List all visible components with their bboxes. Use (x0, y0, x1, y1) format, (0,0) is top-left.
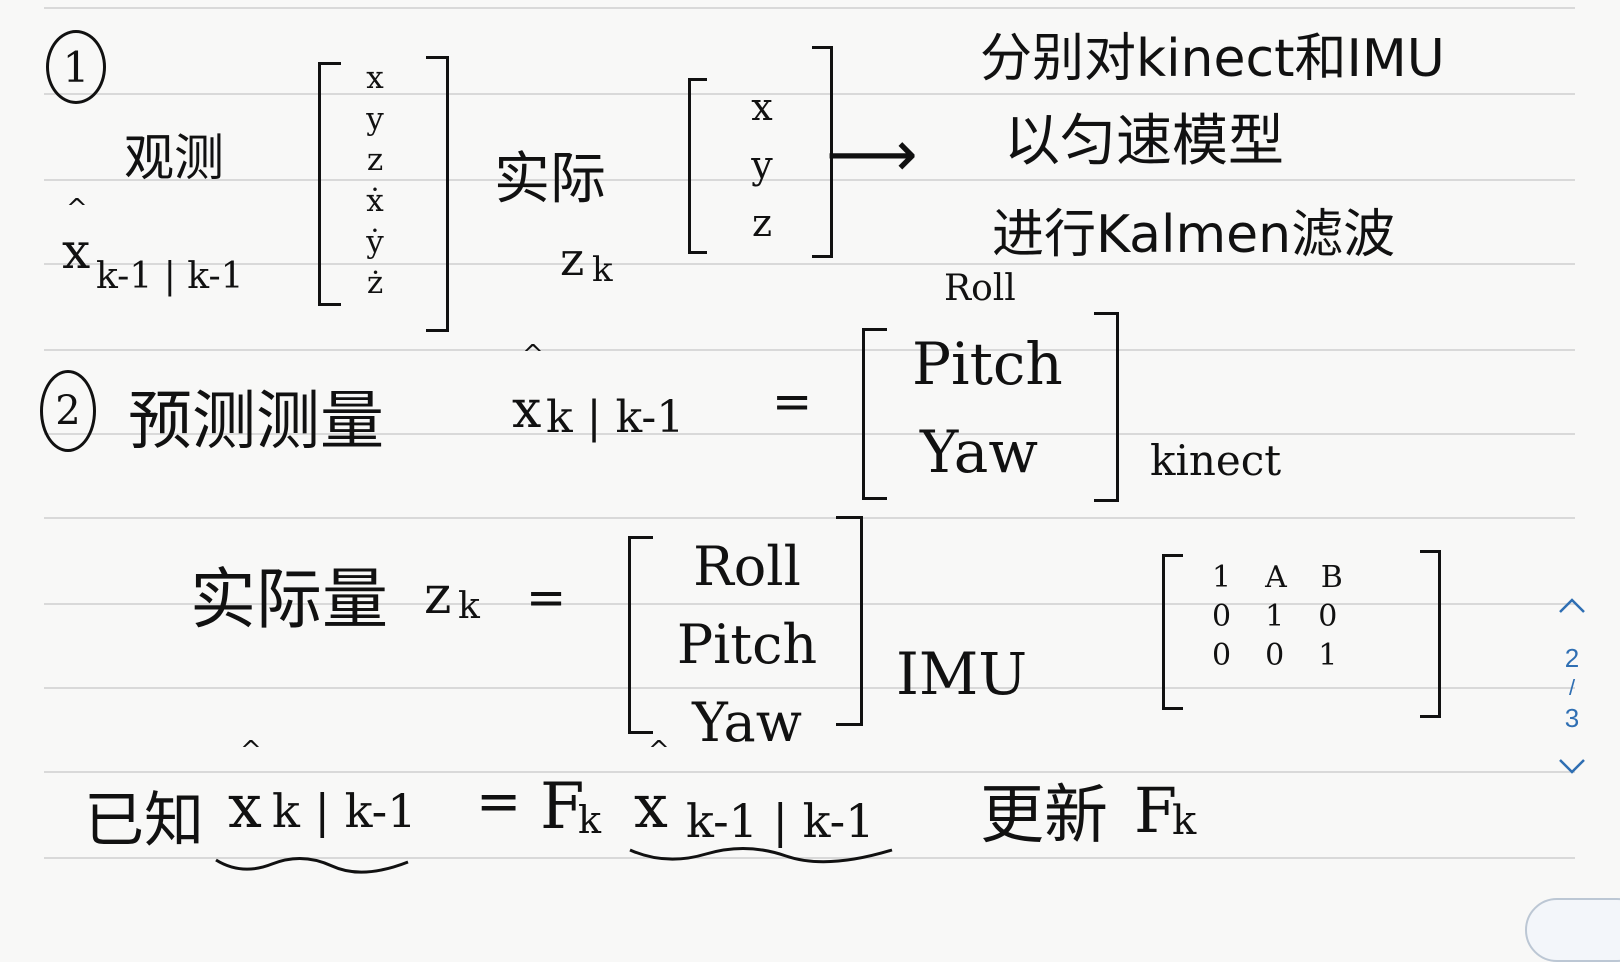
update-label: 更新 (980, 779, 1108, 853)
note-page: 1 观测 ^ x k-1 | k-1 x y z ẋ ẏ ż 实际 z k x … (40, 7, 1575, 874)
matrix-cell: A (1265, 560, 1287, 595)
hat-mark: ^ (648, 736, 670, 766)
actual-label: 实际 (494, 147, 606, 212)
matrix-cell: B (1320, 560, 1343, 595)
state-vector-right-bracket (426, 56, 449, 332)
measurement-z: z (560, 232, 585, 286)
state-vector-entry: y (366, 101, 384, 137)
actual-z-subscript: k (458, 586, 480, 627)
state-vector-left-bracket (318, 62, 341, 306)
update-F-subscript: k (1172, 798, 1197, 844)
known-label: 已知 (84, 786, 204, 856)
hat-mark: ^ (240, 736, 262, 766)
predicted-x: x (512, 380, 542, 440)
note-line: 进行Kalmen滤波 (992, 205, 1396, 265)
actual-z: z (424, 566, 452, 626)
hat-mark: ^ (522, 340, 544, 370)
matrix-right-bracket (1420, 550, 1441, 718)
matrix-row: 0 1 0 (1212, 599, 1343, 634)
observe-label: 观测 (124, 129, 224, 187)
imu-vector: Roll Pitch Yaw (672, 528, 822, 762)
actual-quantity-label: 实际量 (190, 561, 388, 638)
section-1-marker: 1 (46, 30, 106, 104)
underline-squiggle (215, 857, 409, 874)
state-estimate-x: x (62, 222, 91, 280)
transition-matrix: 1 A B 0 1 0 0 0 1 (1212, 556, 1343, 677)
state-vector-entry: ż (366, 265, 384, 301)
kinect-vector-left-bracket (862, 328, 887, 500)
update-F: F (1134, 774, 1178, 847)
known-rhs-x: x (634, 772, 668, 842)
state-vector-entry: ẋ (366, 183, 384, 219)
matrix-row: 1 A B (1212, 560, 1343, 595)
equals-sign: = (526, 570, 567, 626)
page-separator: / (1568, 675, 1576, 700)
current-page-number: 2 (1564, 643, 1580, 673)
chevron-up-icon (1559, 598, 1585, 613)
imu-source-label: IMU (896, 640, 1028, 708)
predicted-measurement-label: 预测测量 (128, 385, 384, 459)
equals-sign: = (772, 374, 813, 430)
matrix-cell: 0 (1318, 599, 1338, 634)
imu-vector-left-bracket (628, 536, 653, 734)
state-estimate-subscript: k-1 | k-1 (96, 256, 244, 297)
kinect-vector-entry: Yaw (920, 418, 1039, 486)
matrix-row: 0 0 1 (1212, 638, 1343, 673)
note-line: 以匀速模型 (1004, 109, 1284, 174)
page-navigator: 2 / 3 (1540, 585, 1604, 825)
underline-squiggle (629, 847, 893, 864)
state-vector-entry: ẏ (366, 224, 384, 260)
matrix-cell: 0 (1265, 638, 1285, 673)
actual-vector: x y z (742, 78, 782, 252)
total-page-number: 3 (1564, 703, 1580, 733)
matrix-left-bracket (1162, 554, 1183, 710)
previous-page-button[interactable] (1552, 585, 1592, 625)
actual-vector-entry: z (751, 201, 773, 245)
matrix-cell: 1 (1318, 638, 1338, 673)
imu-vector-entry: Yaw (692, 691, 802, 754)
chevron-down-icon (1559, 759, 1585, 774)
known-lhs-subscript: k | k-1 (272, 784, 417, 838)
state-vector-entry: x (366, 60, 384, 96)
matrix-cell: 0 (1212, 599, 1232, 634)
state-vector-entry: z (366, 142, 384, 178)
section-2-marker: 2 (40, 370, 96, 452)
kinect-source-label: kinect (1150, 436, 1282, 485)
matrix-cell: 0 (1212, 638, 1232, 673)
kinect-vector-entry: Roll (944, 268, 1016, 309)
imu-vector-entry: Roll (693, 535, 801, 598)
equals-sign: = (476, 770, 522, 833)
known-rhs-subscript: k-1 | k-1 (686, 794, 875, 848)
transition-F-subscript: k (578, 798, 602, 842)
actual-vector-left-bracket (688, 78, 707, 254)
imu-vector-right-bracket (836, 516, 863, 726)
measurement-z-subscript: k (592, 250, 613, 290)
actual-vector-entry: x (751, 85, 773, 129)
actual-vector-right-bracket (812, 46, 833, 258)
matrix-cell: 1 (1212, 560, 1232, 595)
state-vector: x y z ẋ ẏ ż (350, 58, 400, 304)
next-page-button[interactable] (1552, 747, 1592, 787)
predicted-x-subscript: k | k-1 (546, 392, 685, 443)
arrow: ⟶ (826, 118, 918, 192)
kinect-vector-entry: Pitch (912, 330, 1063, 398)
note-line: 分别对kinect和IMU (980, 29, 1445, 89)
hat-mark: ^ (66, 194, 88, 224)
kinect-vector-right-bracket (1094, 312, 1119, 502)
floating-action-button[interactable] (1525, 898, 1620, 962)
transition-F: F (540, 770, 585, 844)
matrix-cell: 1 (1265, 599, 1285, 634)
known-lhs-x: x (228, 772, 262, 842)
actual-vector-entry: y (751, 143, 773, 187)
imu-vector-entry: Pitch (676, 613, 818, 676)
